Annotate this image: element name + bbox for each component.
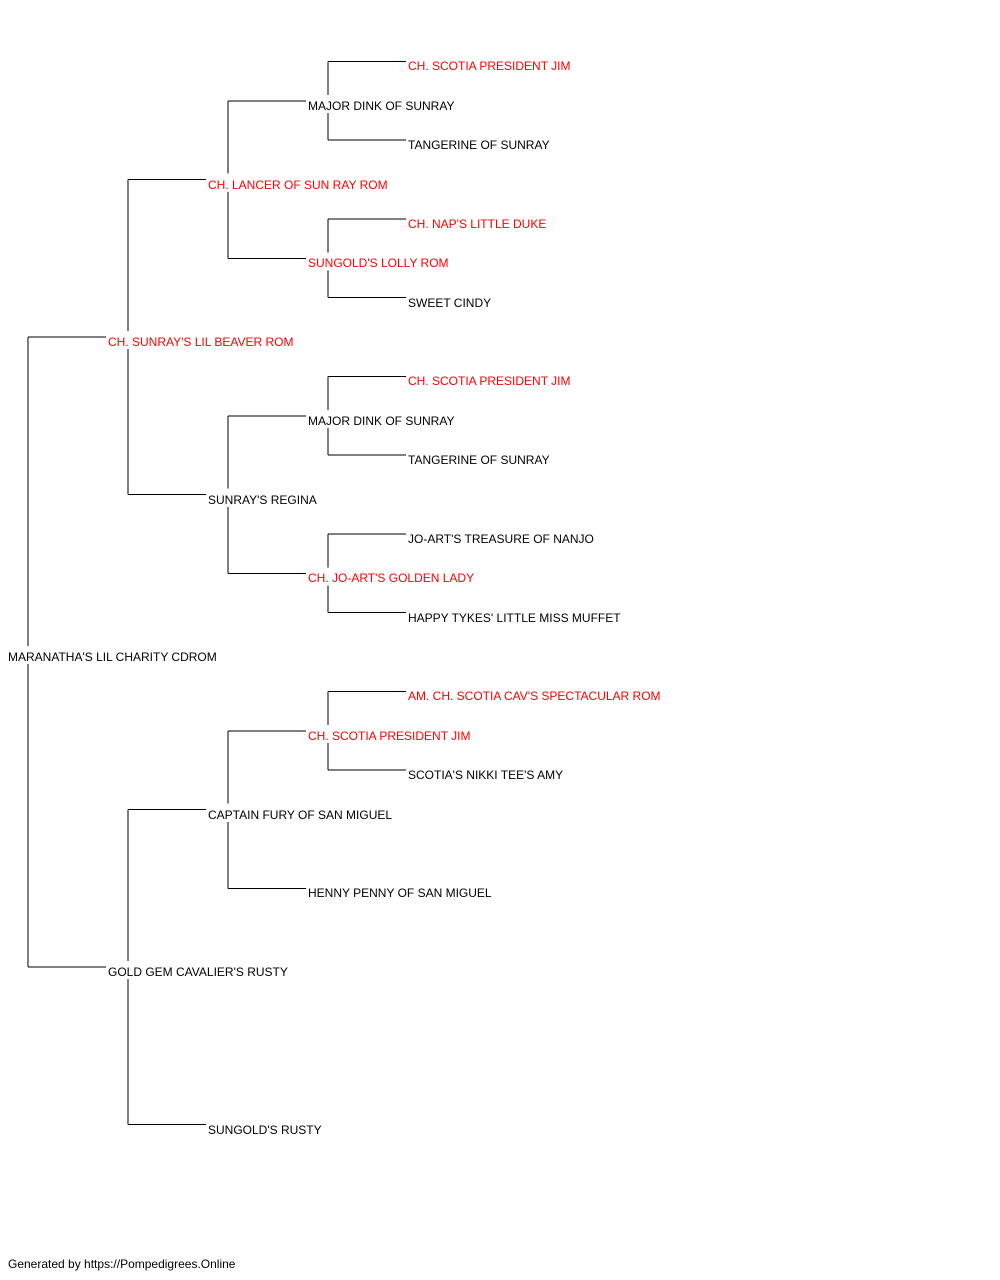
pedigree-node-champion: CH. NAP'S LITTLE DUKE (408, 216, 549, 231)
pedigree-node: JO-ART'S TREASURE OF NANJO (408, 531, 596, 546)
pedigree-node: TANGERINE OF SUNRAY (408, 453, 552, 468)
pedigree-node-champion: CH. JO-ART'S GOLDEN LADY (308, 571, 477, 586)
pedigree-node-champion: CH. SUNRAY'S LIL BEAVER ROM (108, 335, 296, 349)
pedigree-node: SWEET CINDY (408, 295, 494, 310)
pedigree-node: MAJOR DINK OF SUNRAY (308, 98, 457, 113)
generated-by-footer: Generated by https://Pompedigrees.Online (8, 1257, 236, 1271)
pedigree-node: HENNY PENNY OF SAN MIGUEL (308, 886, 494, 901)
pedigree-node-champion: CH. SCOTIA PRESIDENT JIM (308, 728, 473, 743)
pedigree-node: SCOTIA'S NIKKI TEE'S AMY (408, 768, 566, 783)
pedigree-node: MARANATHA'S LIL CHARITY CDROM (8, 650, 219, 664)
pedigree-node-champion: CH. LANCER OF SUN RAY ROM (208, 177, 390, 192)
pedigree-node: SUNGOLD'S RUSTY (208, 1122, 324, 1137)
pedigree-node-champion: CH. SCOTIA PRESIDENT JIM (408, 374, 573, 389)
pedigree-node-champion: CH. SCOTIA PRESIDENT JIM (408, 59, 573, 74)
pedigree-node-champion: SUNGOLD'S LOLLY ROM (308, 256, 451, 271)
pedigree-node: MAJOR DINK OF SUNRAY (308, 413, 457, 428)
pedigree-node: CAPTAIN FURY OF SAN MIGUEL (208, 807, 395, 822)
pedigree-node: HAPPY TYKES' LITTLE MISS MUFFET (408, 610, 623, 625)
pedigree-node: SUNRAY'S REGINA (208, 492, 319, 507)
pedigree-node-champion: AM. CH. SCOTIA CAV'S SPECTACULAR ROM (408, 689, 663, 704)
pedigree-node: TANGERINE OF SUNRAY (408, 138, 552, 153)
pedigree-node: GOLD GEM CAVALIER'S RUSTY (108, 965, 290, 979)
